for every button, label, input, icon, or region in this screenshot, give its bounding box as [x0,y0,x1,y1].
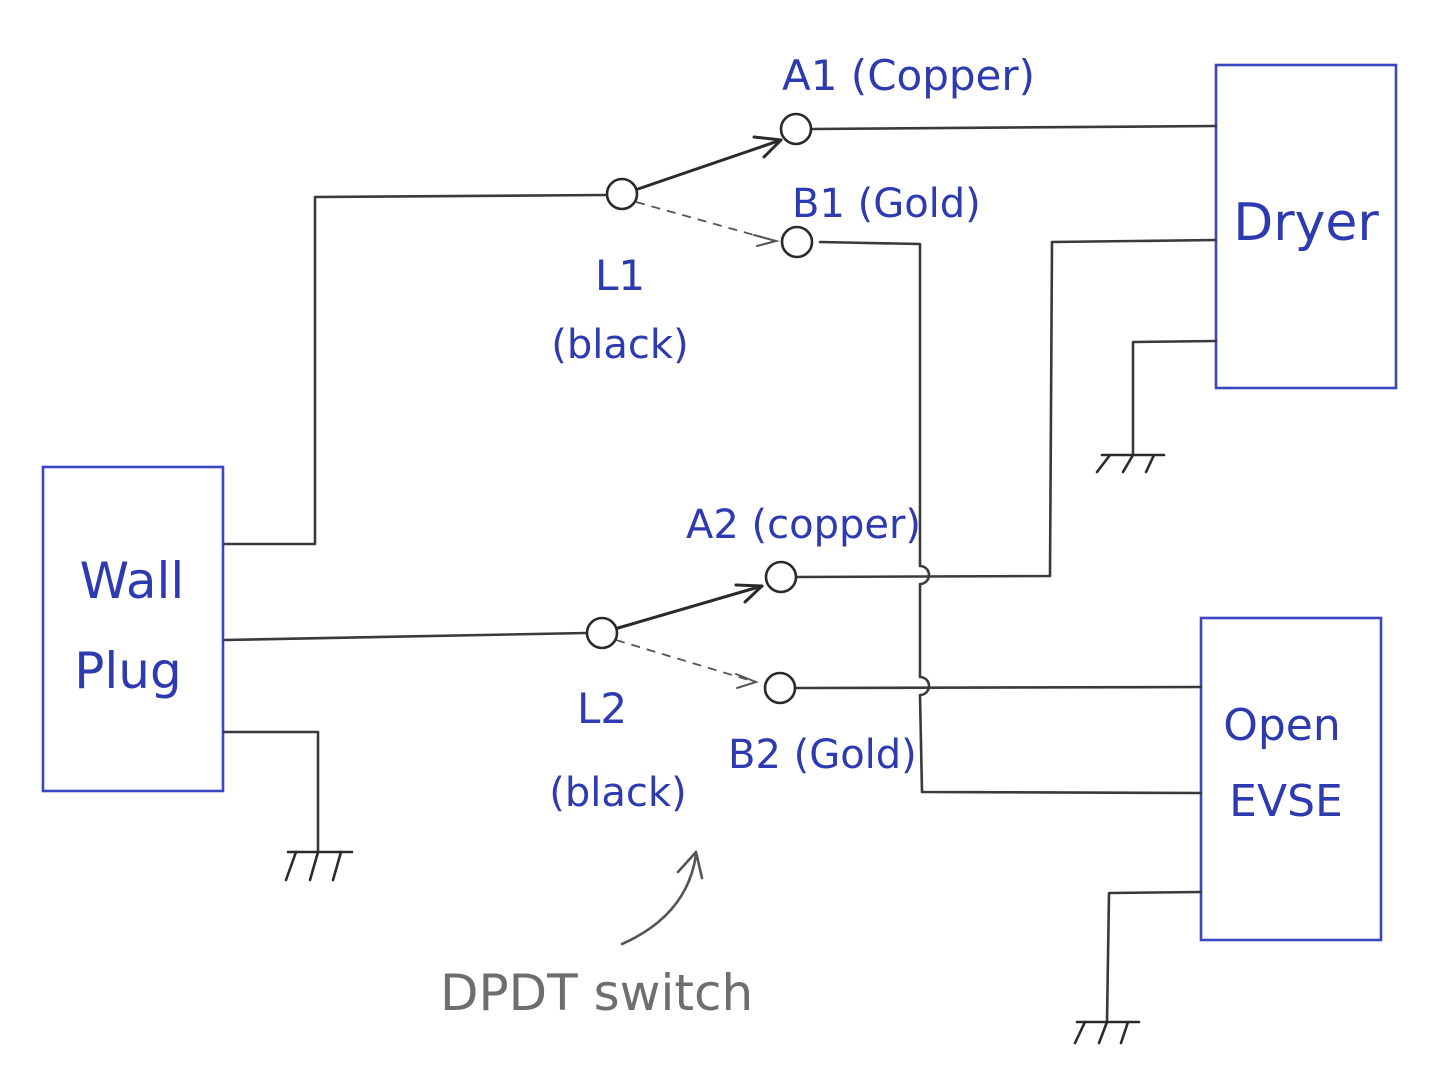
wire-l1 [222,193,608,546]
terminal-l2-color: (black) [549,770,686,816]
open-evse-label-line1: Open [1223,700,1341,751]
wire-l2 [222,631,588,642]
terminal-l1 [605,177,639,211]
wall-plug-label-line2: Plug [74,642,181,700]
wall-plug-label-line1: Wall [80,552,185,610]
terminal-l2-label: L2 [577,684,627,733]
dpdt-switch-callout: DPDT switch [440,964,753,1022]
wire-plug-ground [222,730,320,854]
ground-symbol-evse [1073,1020,1141,1045]
terminal-b1-label: B1 (Gold) [792,181,981,227]
switch-lever-1 [635,135,783,247]
wall-plug-box [41,465,225,793]
ground-symbol-dryer [1095,453,1166,474]
wire-b1-evse [818,240,1203,795]
terminal-l1-label: L1 [595,251,645,300]
terminal-a1-label: A1 (Copper) [782,51,1035,100]
open-evse-box [1199,616,1383,942]
switch-lever-2 [615,583,764,689]
terminal-l1-color: (black) [551,322,688,368]
dryer-label: Dryer [1233,193,1379,253]
terminal-b2-label: B2 (Gold) [728,732,917,778]
ground-symbol-plug [284,850,354,882]
wire-b2-evse [794,685,1203,690]
terminal-a2 [764,560,798,594]
wire-dryer-ground [1131,339,1218,457]
wire-a1-dryer [809,124,1218,131]
wire-a2-dryer [795,238,1218,579]
terminal-a1 [779,112,813,146]
terminal-b2 [763,671,797,705]
dryer-box [1214,63,1398,390]
terminal-a2-label: A2 (copper) [686,502,921,548]
callout-arrow [620,850,704,946]
open-evse-label-line2: EVSE [1229,776,1343,827]
wire-evse-ground [1105,890,1203,1024]
terminal-l2 [585,616,619,650]
terminal-b1 [780,225,814,259]
